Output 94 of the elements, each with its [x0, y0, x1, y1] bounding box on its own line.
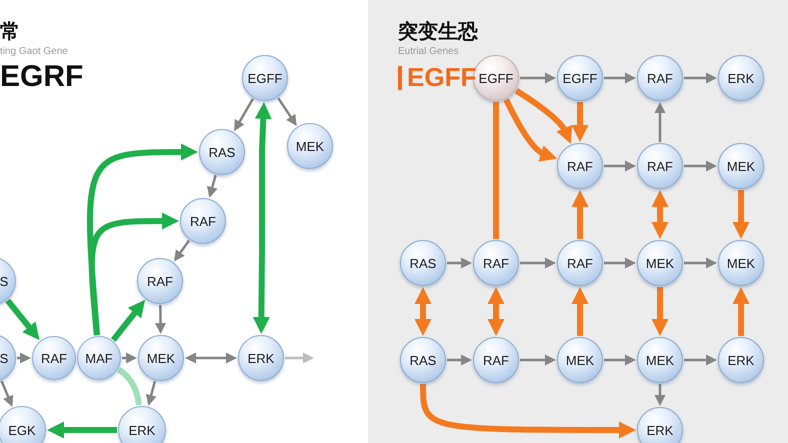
- node-label: ERK: [728, 70, 754, 86]
- node-label: MEK: [646, 256, 674, 270]
- arrow: [652, 190, 668, 239]
- arrow: [234, 98, 254, 132]
- node-label: RAF: [483, 352, 509, 368]
- node-label: MEK: [146, 350, 176, 366]
- arrow: [684, 258, 717, 268]
- node-circle: [138, 335, 184, 381]
- node-label: RAF: [567, 158, 593, 174]
- node-label: RAS: [208, 144, 236, 160]
- node-label: MAF: [85, 350, 113, 366]
- node-label: ERK: [128, 422, 156, 438]
- arrow: [252, 102, 272, 334]
- arrow: [146, 380, 156, 406]
- node-circle: [137, 258, 183, 304]
- arrow: [17, 352, 31, 364]
- arrow: [110, 300, 146, 342]
- subtitle: ting Gaot Gene: [0, 46, 68, 57]
- arrow: [447, 258, 472, 268]
- node-label: RAF: [483, 256, 509, 270]
- node-label: MEK: [566, 352, 594, 368]
- arrow: [604, 160, 636, 172]
- node-label: EGFF: [478, 70, 514, 86]
- connector-line: [117, 367, 142, 406]
- node-label: S: [0, 274, 8, 288]
- node-circle: [32, 336, 76, 380]
- arrow: [488, 287, 504, 336]
- arrow: [207, 174, 218, 198]
- arrow: [520, 72, 556, 84]
- arrow: [684, 160, 717, 172]
- arrow: [420, 384, 636, 438]
- arrow: [684, 354, 717, 366]
- connector-line: [493, 102, 499, 239]
- node-label: RAS: [410, 352, 436, 368]
- node-label: MEK: [726, 158, 756, 174]
- arrow: [285, 352, 314, 364]
- node-label: RAF: [647, 70, 673, 86]
- arrow: [732, 287, 750, 336]
- heading: 突变生恐: [398, 20, 478, 45]
- arrow: [277, 97, 297, 126]
- node-label: MEK: [726, 256, 756, 270]
- gene-label: EGRF: [0, 60, 84, 94]
- arrow: [604, 258, 636, 268]
- arrow: [0, 380, 14, 407]
- arrow: [185, 352, 237, 364]
- node-label: RAF: [190, 214, 216, 228]
- node-label: ERK: [646, 422, 674, 438]
- arrow: [572, 102, 588, 142]
- arrow: [732, 190, 750, 239]
- arrow: [654, 384, 666, 406]
- arrow: [122, 352, 137, 364]
- arrow: [520, 258, 556, 268]
- arrow: [87, 144, 198, 336]
- node-label: RAF: [567, 256, 593, 270]
- node-label: MEK: [296, 138, 324, 154]
- node-label: RAS: [410, 256, 436, 270]
- arrow: [652, 287, 668, 336]
- arrow: [447, 354, 472, 366]
- node-label: EGFF: [248, 70, 282, 86]
- node-label: EGK: [8, 422, 36, 438]
- arrow: [572, 287, 588, 336]
- arrow: [155, 304, 166, 334]
- gene-label: EGFF: [407, 62, 476, 93]
- node-label: ERK: [248, 350, 274, 366]
- arrow: [47, 422, 117, 438]
- node-circle: [238, 335, 284, 381]
- arrow: [5, 298, 40, 340]
- arrow: [514, 88, 572, 144]
- arrow: [88, 212, 179, 336]
- node-label: RAF: [647, 158, 673, 174]
- arrow: [654, 102, 666, 142]
- node-circle: [180, 198, 226, 244]
- node-label: RAF: [147, 274, 173, 288]
- node-circle: [287, 123, 333, 169]
- heading: 常: [0, 20, 20, 45]
- node-circle: [199, 129, 245, 175]
- arrow: [174, 240, 190, 262]
- node-circle: [118, 406, 166, 443]
- arrow: [414, 287, 432, 336]
- node-circle: [0, 406, 46, 443]
- arrow: [572, 190, 588, 239]
- arrow: [520, 354, 556, 366]
- node-label: S: [0, 350, 8, 366]
- node-label: MEK: [646, 352, 674, 368]
- arrow: [604, 72, 636, 84]
- arrow: [504, 98, 557, 161]
- arrow: [684, 72, 717, 84]
- node-circle: [242, 55, 288, 101]
- node-label: EGFF: [562, 70, 598, 86]
- node-label: ERK: [728, 352, 754, 368]
- subtitle: Eutrial Genes: [398, 46, 459, 57]
- node-circle: [77, 336, 121, 380]
- node-label: RAF: [41, 350, 67, 366]
- arrow: [604, 354, 636, 366]
